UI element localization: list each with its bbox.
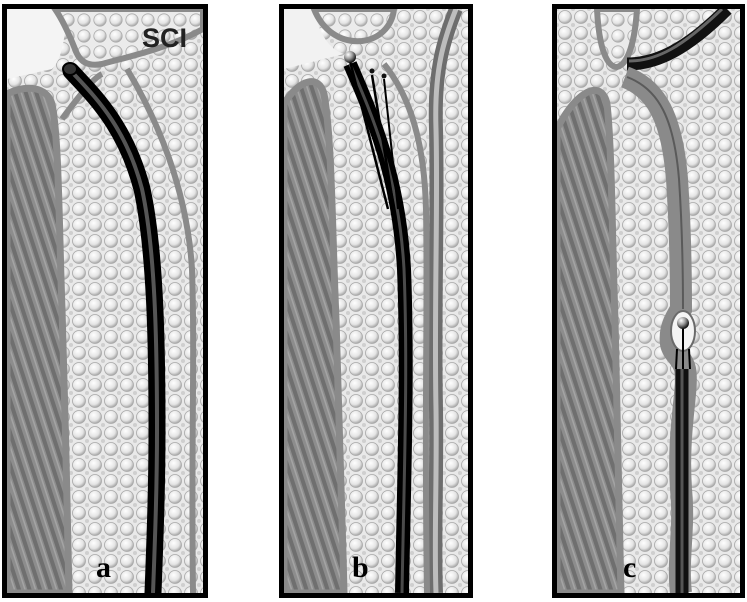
muscle-layer — [557, 90, 621, 593]
panel-label-c: c — [623, 551, 636, 585]
panel-a-illustration — [7, 9, 203, 593]
panel-label-b: b — [352, 551, 369, 585]
endoscope-tip — [63, 63, 77, 75]
probe-ball-tip — [344, 51, 356, 63]
sci-annotation: SCI — [142, 23, 187, 54]
panel-b: b — [279, 4, 473, 598]
muscle-layer — [7, 88, 69, 593]
panel-a: SCI a — [2, 4, 208, 598]
panel-c: c — [552, 4, 745, 598]
panel-label-a: a — [96, 551, 111, 585]
probe-ball-tip — [677, 317, 689, 329]
panel-c-illustration — [557, 9, 740, 593]
panel-b-illustration — [284, 9, 468, 593]
